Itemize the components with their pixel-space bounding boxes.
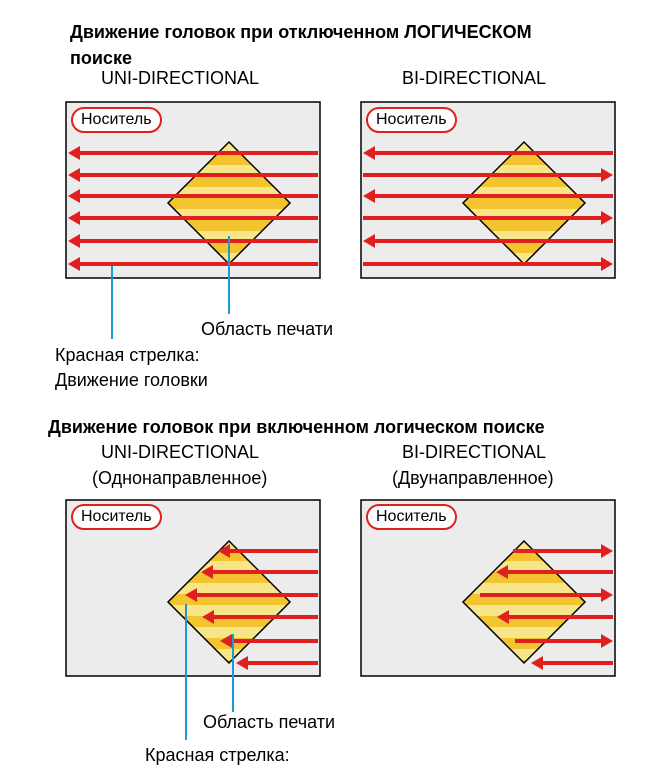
media-label: Носитель xyxy=(366,504,457,530)
arrowhead xyxy=(601,588,613,602)
print-area-label: Область печати xyxy=(203,712,336,732)
arrowhead xyxy=(68,211,80,225)
arrowhead xyxy=(68,189,80,203)
arrowhead xyxy=(363,234,375,248)
media-label: Носитель xyxy=(366,107,457,133)
media-label: Носитель xyxy=(71,504,162,530)
arrowhead xyxy=(185,588,197,602)
section2-uni-sub: (Однонаправленное) xyxy=(92,468,268,488)
print-area-label: Область печати xyxy=(201,319,334,339)
section2-title: Движение головок при включенном логическ… xyxy=(48,417,545,437)
section2-bi-sub: (Двунаправленное) xyxy=(392,468,554,488)
arrowhead xyxy=(363,189,375,203)
panel-uni-off xyxy=(65,101,321,279)
arrowhead xyxy=(236,656,248,670)
section1-bi-label: BI-DIRECTIONAL xyxy=(402,68,547,88)
arrows-uni-off xyxy=(68,146,318,271)
arrowhead xyxy=(201,565,213,579)
arrows-bi-off xyxy=(363,146,613,271)
arrowhead xyxy=(220,634,232,648)
section2-bi-label: BI-DIRECTIONAL xyxy=(402,442,547,462)
arrowhead xyxy=(601,168,613,182)
arrow-note-line2: Движение головки xyxy=(55,370,208,390)
arrow-note-line1: Красная стрелка: xyxy=(55,345,200,365)
arrowhead xyxy=(601,634,613,648)
panel-bi-off xyxy=(360,101,616,279)
arrowhead xyxy=(531,656,543,670)
arrowhead xyxy=(68,146,80,160)
arrows-uni-on xyxy=(185,544,318,670)
arrowhead xyxy=(68,168,80,182)
arrowhead xyxy=(497,610,509,624)
section1-title-line2: поиске xyxy=(70,48,132,68)
section1-uni-label: UNI-DIRECTIONAL xyxy=(101,68,260,88)
section2-uni-label: UNI-DIRECTIONAL xyxy=(101,442,260,462)
arrows-bi-on xyxy=(480,544,613,670)
arrow-note-line1: Красная стрелка: xyxy=(145,745,290,765)
section1-title-line1: Движение головок при отключенном ЛОГИЧЕС… xyxy=(70,22,532,42)
media-label: Носитель xyxy=(71,107,162,133)
arrowhead xyxy=(363,146,375,160)
arrowhead xyxy=(601,211,613,225)
arrowhead xyxy=(218,544,230,558)
arrowhead xyxy=(496,565,508,579)
arrowhead xyxy=(68,234,80,248)
arrowhead xyxy=(68,257,80,271)
arrowhead xyxy=(601,544,613,558)
arrowhead xyxy=(202,610,214,624)
arrowhead xyxy=(601,257,613,271)
